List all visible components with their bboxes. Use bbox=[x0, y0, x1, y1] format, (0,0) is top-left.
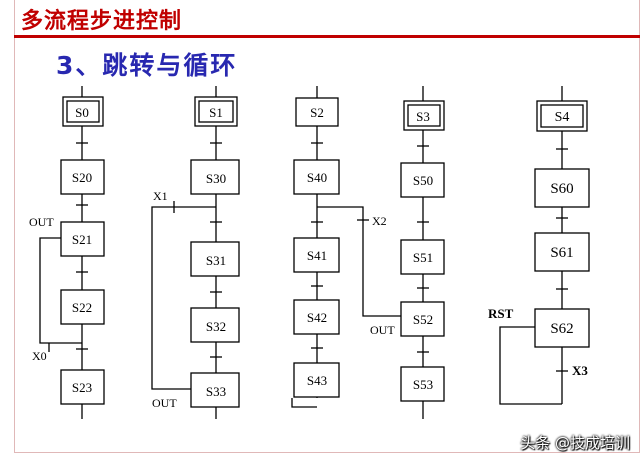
step-label: S32 bbox=[206, 319, 226, 334]
step-label: S42 bbox=[307, 310, 327, 325]
step-label: S52 bbox=[413, 312, 433, 327]
step-label: S0 bbox=[75, 105, 89, 120]
output-label: OUT bbox=[29, 215, 54, 229]
step-label: S50 bbox=[413, 173, 433, 188]
step-label: S30 bbox=[206, 171, 226, 186]
step-label: S21 bbox=[72, 232, 92, 247]
watermark: 头条 @技成培训 bbox=[520, 434, 630, 452]
sfc-column-3: S2 S40 S41 S42 S43 X2 bbox=[291, 86, 401, 408]
step-label: S61 bbox=[550, 245, 573, 261]
sfc-column-1: S0 S20 S21 S22 S23 OUT X0 bbox=[29, 86, 105, 419]
step-label: S4 bbox=[555, 110, 570, 125]
transition-label: X0 bbox=[32, 349, 47, 363]
header-rule bbox=[14, 35, 640, 38]
sfc-column-4: S3 S50 S51 S52 S53 OUT bbox=[370, 86, 445, 419]
reset-label: RST bbox=[488, 306, 514, 321]
step-label: S62 bbox=[550, 321, 573, 337]
step-label: S51 bbox=[413, 250, 433, 265]
step-label: S22 bbox=[72, 300, 92, 315]
step-label: S3 bbox=[416, 109, 430, 124]
step-label: S2 bbox=[310, 105, 324, 120]
sfc-column-5: S4 S60 S61 S62 RST X3 bbox=[488, 86, 590, 405]
step-label: S33 bbox=[206, 384, 226, 399]
output-label: OUT bbox=[370, 323, 395, 337]
step-label: S53 bbox=[413, 377, 433, 392]
step-label: S1 bbox=[209, 105, 223, 120]
step-label: S43 bbox=[307, 373, 327, 388]
sfc-column-2: S1 S30 S31 S32 S33 X1 OUT bbox=[151, 86, 240, 419]
output-label: OUT bbox=[152, 396, 177, 410]
step-label: S40 bbox=[307, 170, 327, 185]
section-title: 3、跳转与循环 bbox=[56, 51, 238, 80]
step-label: S20 bbox=[72, 170, 92, 185]
step-label: S31 bbox=[206, 253, 226, 268]
step-label: S60 bbox=[550, 181, 573, 197]
transition-label: X2 bbox=[372, 214, 387, 228]
step-label: S41 bbox=[307, 248, 327, 263]
transition-label: X1 bbox=[153, 189, 168, 203]
transition-label: X3 bbox=[572, 363, 588, 378]
slide-header: 多流程步进控制 bbox=[21, 9, 183, 34]
step-label: S23 bbox=[72, 380, 92, 395]
